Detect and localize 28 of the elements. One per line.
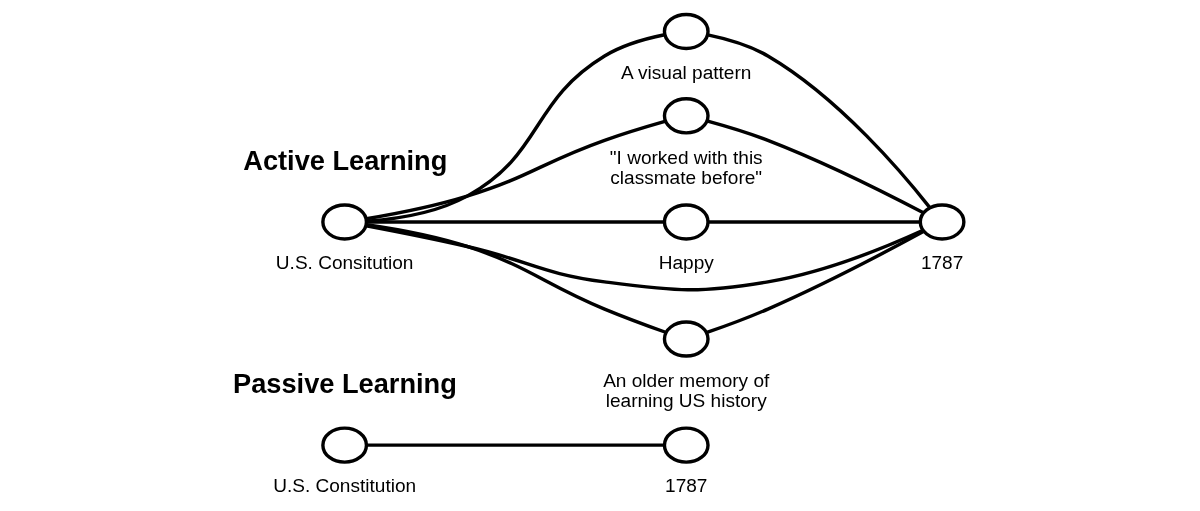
connector (706, 118, 924, 214)
node-circle (662, 202, 710, 241)
node-label: U.S. Consitution (275, 251, 413, 273)
node-label: Happy (658, 251, 714, 273)
connector (707, 219, 920, 224)
node-circle (320, 202, 368, 241)
node-circle (918, 202, 966, 241)
node-label: An older memory of learning US history (602, 369, 769, 411)
node-label: A visual pattern (620, 61, 751, 83)
node-label: 1787 (920, 251, 963, 273)
connector (366, 219, 664, 224)
node-circle (662, 96, 710, 135)
connector (365, 222, 666, 334)
node-circle (662, 12, 710, 50)
node-label: "I worked with this classmate before" (609, 146, 763, 188)
node-circle (662, 425, 710, 464)
node-circle (662, 319, 710, 358)
connector (365, 223, 924, 291)
label: Active Learning (242, 144, 447, 176)
connector (706, 32, 931, 209)
node-label: 1787 (664, 474, 707, 496)
connector (365, 119, 665, 220)
label: Passive Learning (232, 367, 457, 399)
node-label: U.S. Constitution (272, 474, 416, 496)
connector (365, 32, 665, 223)
connector (366, 442, 664, 447)
connector (705, 229, 924, 334)
node-circle (320, 425, 368, 464)
